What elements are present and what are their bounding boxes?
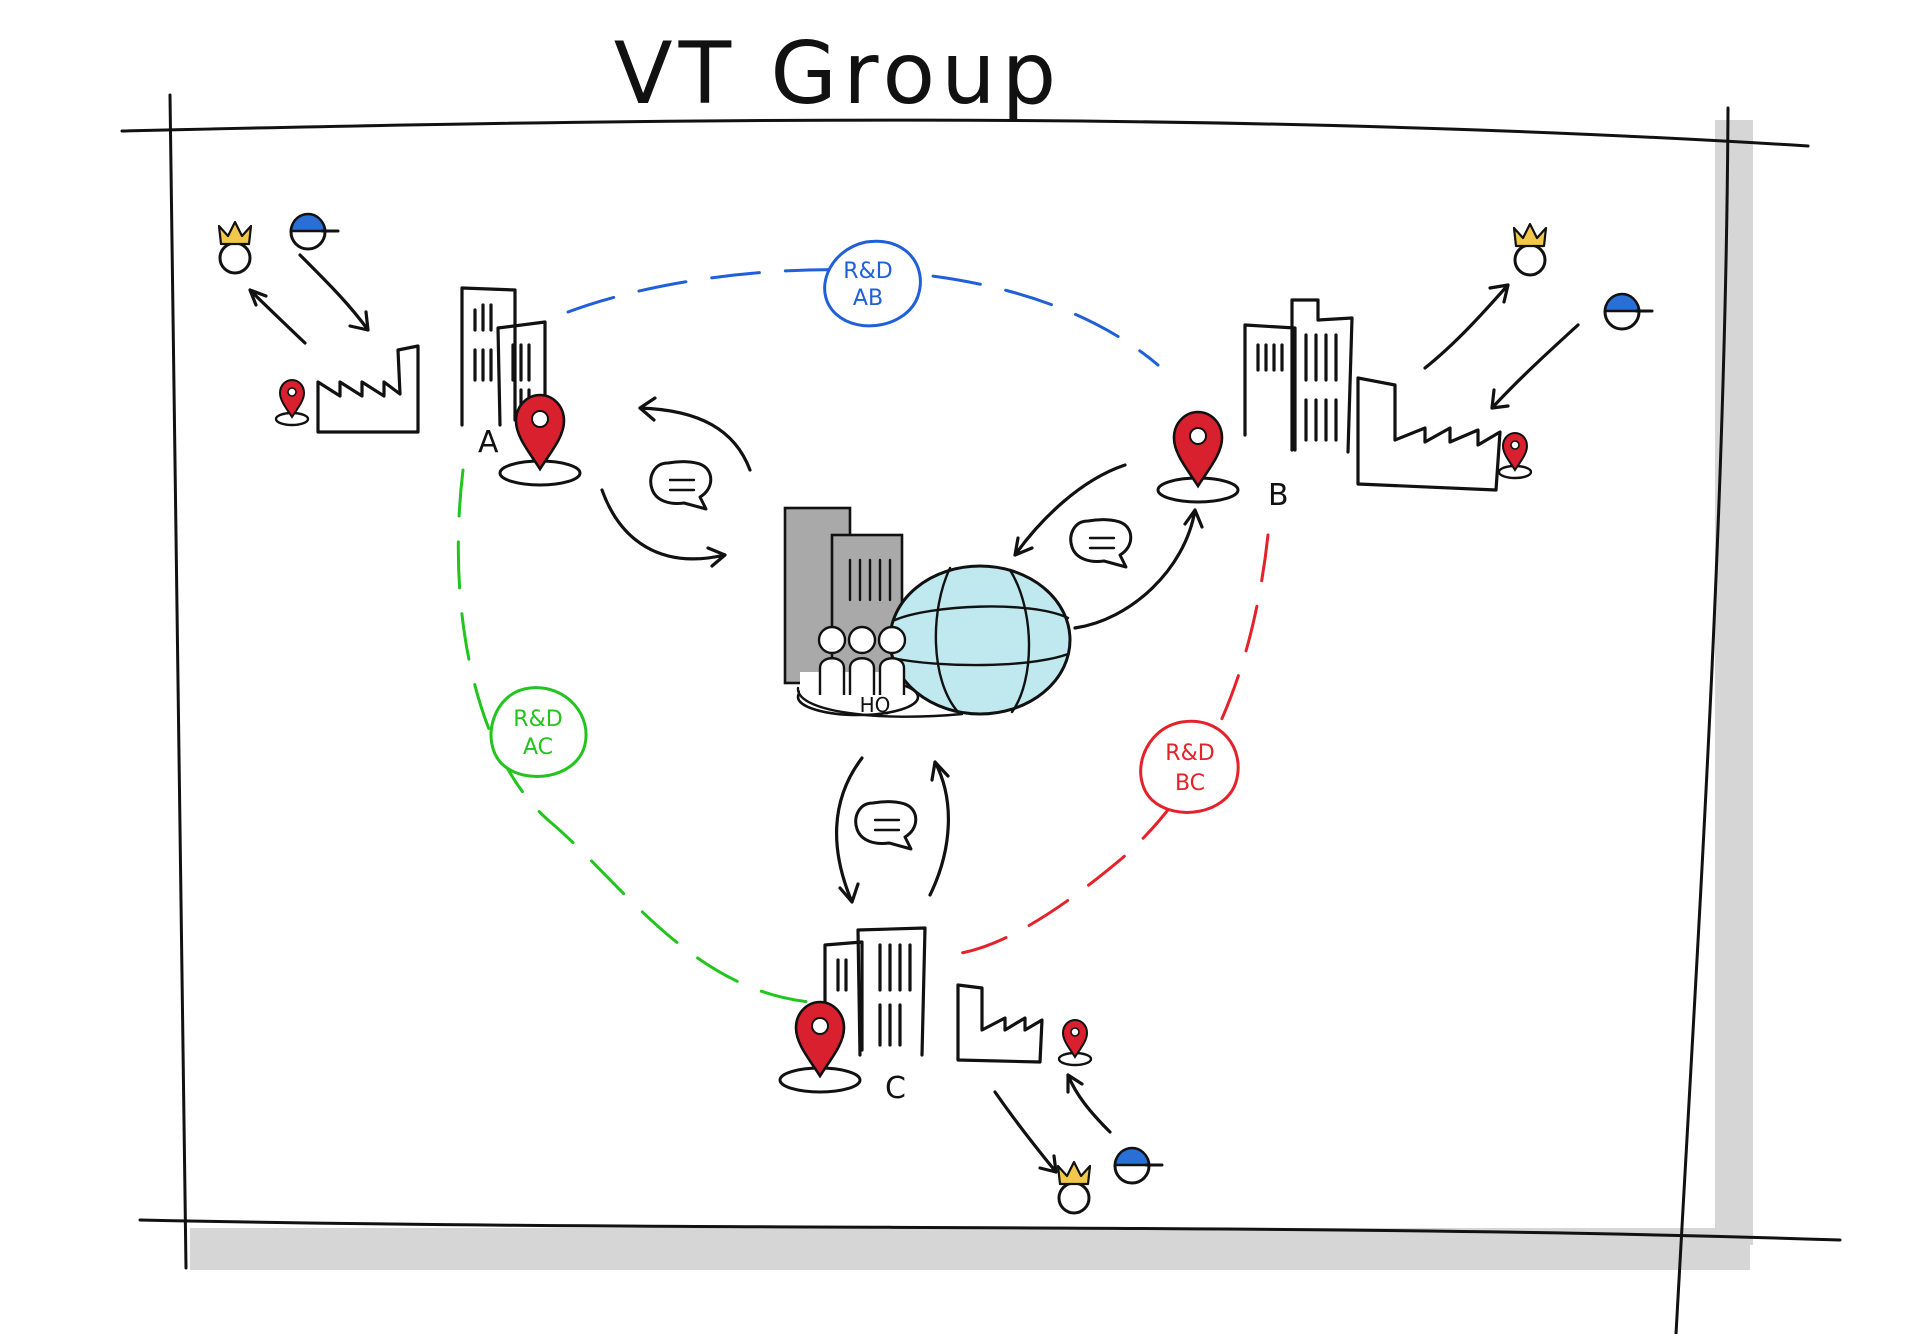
arrow-to-manager [1423,283,1510,370]
rnd-link-ac-line [456,468,812,1004]
site-a: A [217,212,582,487]
frame [120,93,1842,1336]
people-icon [796,625,964,718]
hq-site-c-exchange [834,756,950,904]
rnd-link-ab-line [566,268,1160,367]
location-pin-icon [498,393,582,487]
crown-person-icon [217,220,253,275]
factory-icon [956,983,1044,1064]
diagram-title: VT Group [614,24,1063,124]
arrow-to-site [1066,1073,1112,1134]
factory-icon [1356,376,1502,492]
hq: HQ [783,506,1072,718]
hq-site-b-exchange [1013,463,1204,630]
rnd-badge-ac-line2: AC [523,735,553,760]
building-icon [783,506,904,687]
rnd-badge-bc-line2: BC [1175,771,1205,796]
speech-bubble-icon [1069,518,1133,569]
location-pin-icon [1497,431,1533,480]
speech-bubble-icon [854,800,918,851]
rnd-badge-ab-line2: AB [853,286,883,311]
location-pin-icon [274,378,310,427]
rnd-badge-bc-line1: R&D [1165,741,1214,766]
hq-label: HQ [860,693,891,717]
site-b: B [1156,222,1654,513]
crown-person-icon [1056,1160,1092,1215]
arrow-to-manager [248,288,307,345]
factory-icon [316,344,420,434]
speech-bubble-icon [649,460,713,511]
rnd-badge-ac-line1: R&D [513,707,562,732]
arrow-to-manager [993,1090,1058,1174]
location-pin-icon [778,1000,862,1094]
hq-site-a-exchange [600,396,752,568]
site-b-label: B [1268,478,1289,513]
site-a-label: A [478,425,499,460]
building-icon [1243,298,1354,454]
rnd-badge-ab-line1: R&D [843,259,892,284]
rnd-badge-ab: R&D AB [823,239,922,328]
location-pin-icon [1057,1018,1093,1067]
rnd-badge-bc: R&D BC [1139,719,1240,814]
worker-icon [1603,292,1654,331]
worker-icon [289,212,340,251]
frame-shadow [190,120,1753,1270]
rnd-badge-ac: R&D AC [489,686,588,778]
site-c: C [778,926,1164,1215]
worker-icon [1113,1146,1164,1185]
arrow-to-factory [1490,323,1580,410]
location-pin-icon [1156,410,1240,504]
building-icon [460,286,547,427]
crown-person-icon [1512,222,1548,277]
site-c-label: C [885,1071,906,1106]
arrow-to-factory [298,253,370,332]
building-icon [823,926,927,1057]
